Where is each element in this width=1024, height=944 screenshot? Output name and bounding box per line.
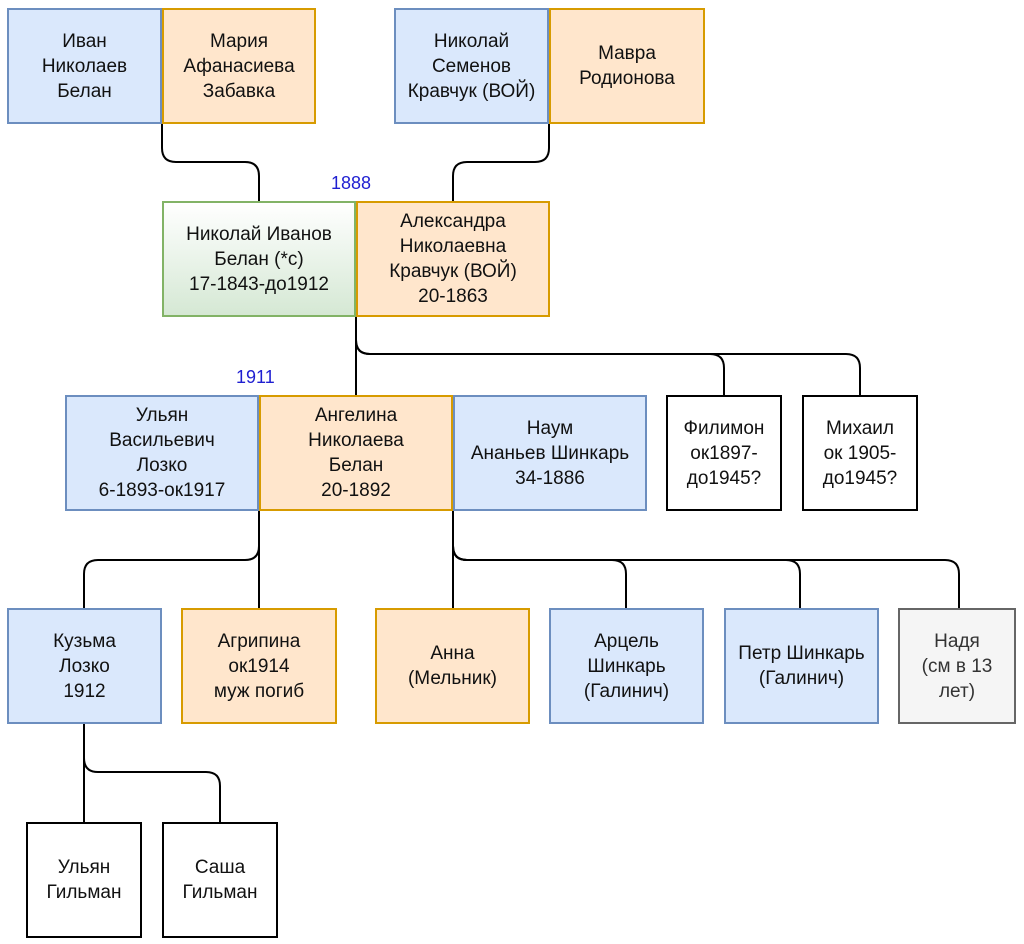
- person-nadya: Надя (см в 13 лет): [898, 608, 1016, 724]
- person-nikolai-kravchuk: Николай Семенов Кравчук (ВОЙ): [394, 8, 549, 124]
- connector-parents-to-filimon: [355, 316, 725, 395]
- person-ulyan-gilman: Ульян Гильман: [26, 822, 142, 938]
- connector-to-kuzma: [83, 511, 260, 608]
- connector-ivan-maria-to-nikolai: [161, 123, 260, 201]
- person-anna: Анна (Мельник): [375, 608, 530, 724]
- connector-kravchuk-to-aleksandra: [452, 123, 550, 201]
- person-ivan-belan: Иван Николаев Белан: [7, 8, 162, 124]
- person-petr-shinkar: Петр Шинкарь (Галинич): [724, 608, 879, 724]
- person-mavra-rodionova: Мавра Родионова: [549, 8, 705, 124]
- person-agripina: Агрипина ок1914 муж погиб: [181, 608, 337, 724]
- person-kuzma-lozko: Кузьма Лозко 1912: [7, 608, 162, 724]
- person-angelina-belan: Ангелина Николаева Белан 20-1892: [259, 395, 453, 511]
- person-nikolai-belan: Николай Иванов Белан (*с) 17-1843-до1912: [162, 201, 356, 317]
- person-naum-shinkar: Наум Ананьев Шинкарь 34-1886: [453, 395, 647, 511]
- connector-parents-to-mikhail: [355, 316, 861, 395]
- person-ulyan-lozko: Ульян Васильевич Лозко 6-1893-ок1917: [65, 395, 259, 511]
- connector-to-nadya: [452, 511, 960, 608]
- marriage-year-1911: 1911: [236, 367, 275, 387]
- person-mikhail: Михаил ок 1905- до1945?: [802, 395, 918, 511]
- connector-kuzma-to-sasha: [83, 723, 221, 822]
- person-arcel-shinkar: Арцель Шинкарь (Галинич): [549, 608, 704, 724]
- person-maria-zabavka: Мария Афанасиева Забавка: [162, 8, 316, 124]
- person-filimon: Филимон ок1897- до1945?: [666, 395, 782, 511]
- person-sasha-gilman: Саша Гильман: [162, 822, 278, 938]
- person-aleksandra-kravchuk: Александра Николаевна Кравчук (ВОЙ) 20-1…: [356, 201, 550, 317]
- marriage-year-1888: 1888: [331, 173, 372, 193]
